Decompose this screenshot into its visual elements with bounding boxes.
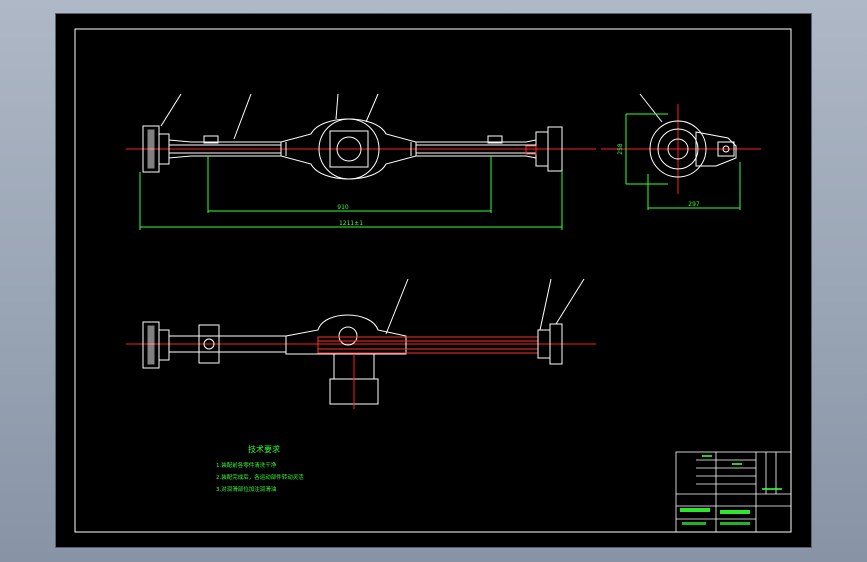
axle-section-view [126, 278, 596, 409]
axle-side-view [601, 93, 761, 194]
axle-top-view [126, 93, 596, 180]
title-block-scribbles [680, 455, 782, 525]
title-block [675, 451, 792, 533]
top-view-dimensions [139, 156, 563, 230]
dim-side-width: 297 [688, 201, 700, 208]
tech-item: 1.装配前各零件清洗干净 [216, 461, 277, 469]
tech-item: 3.对润滑部位加注润滑油 [216, 485, 277, 493]
dim-overall-width: 1211±1 [339, 220, 363, 227]
side-view-dimensions [625, 113, 741, 210]
tech-item: 2.装配完成后，各运动部件转动灵活 [216, 473, 304, 481]
dim-side-height: 258 [617, 143, 624, 155]
tech-title: 技术要求 [248, 444, 280, 454]
drawing-canvas: 910 1211±1 258 297 [74, 28, 792, 533]
cad-viewport[interactable]: 910 1211±1 258 297 [56, 14, 811, 547]
drawing-border [74, 28, 792, 533]
dim-inner-width: 910 [337, 204, 349, 211]
